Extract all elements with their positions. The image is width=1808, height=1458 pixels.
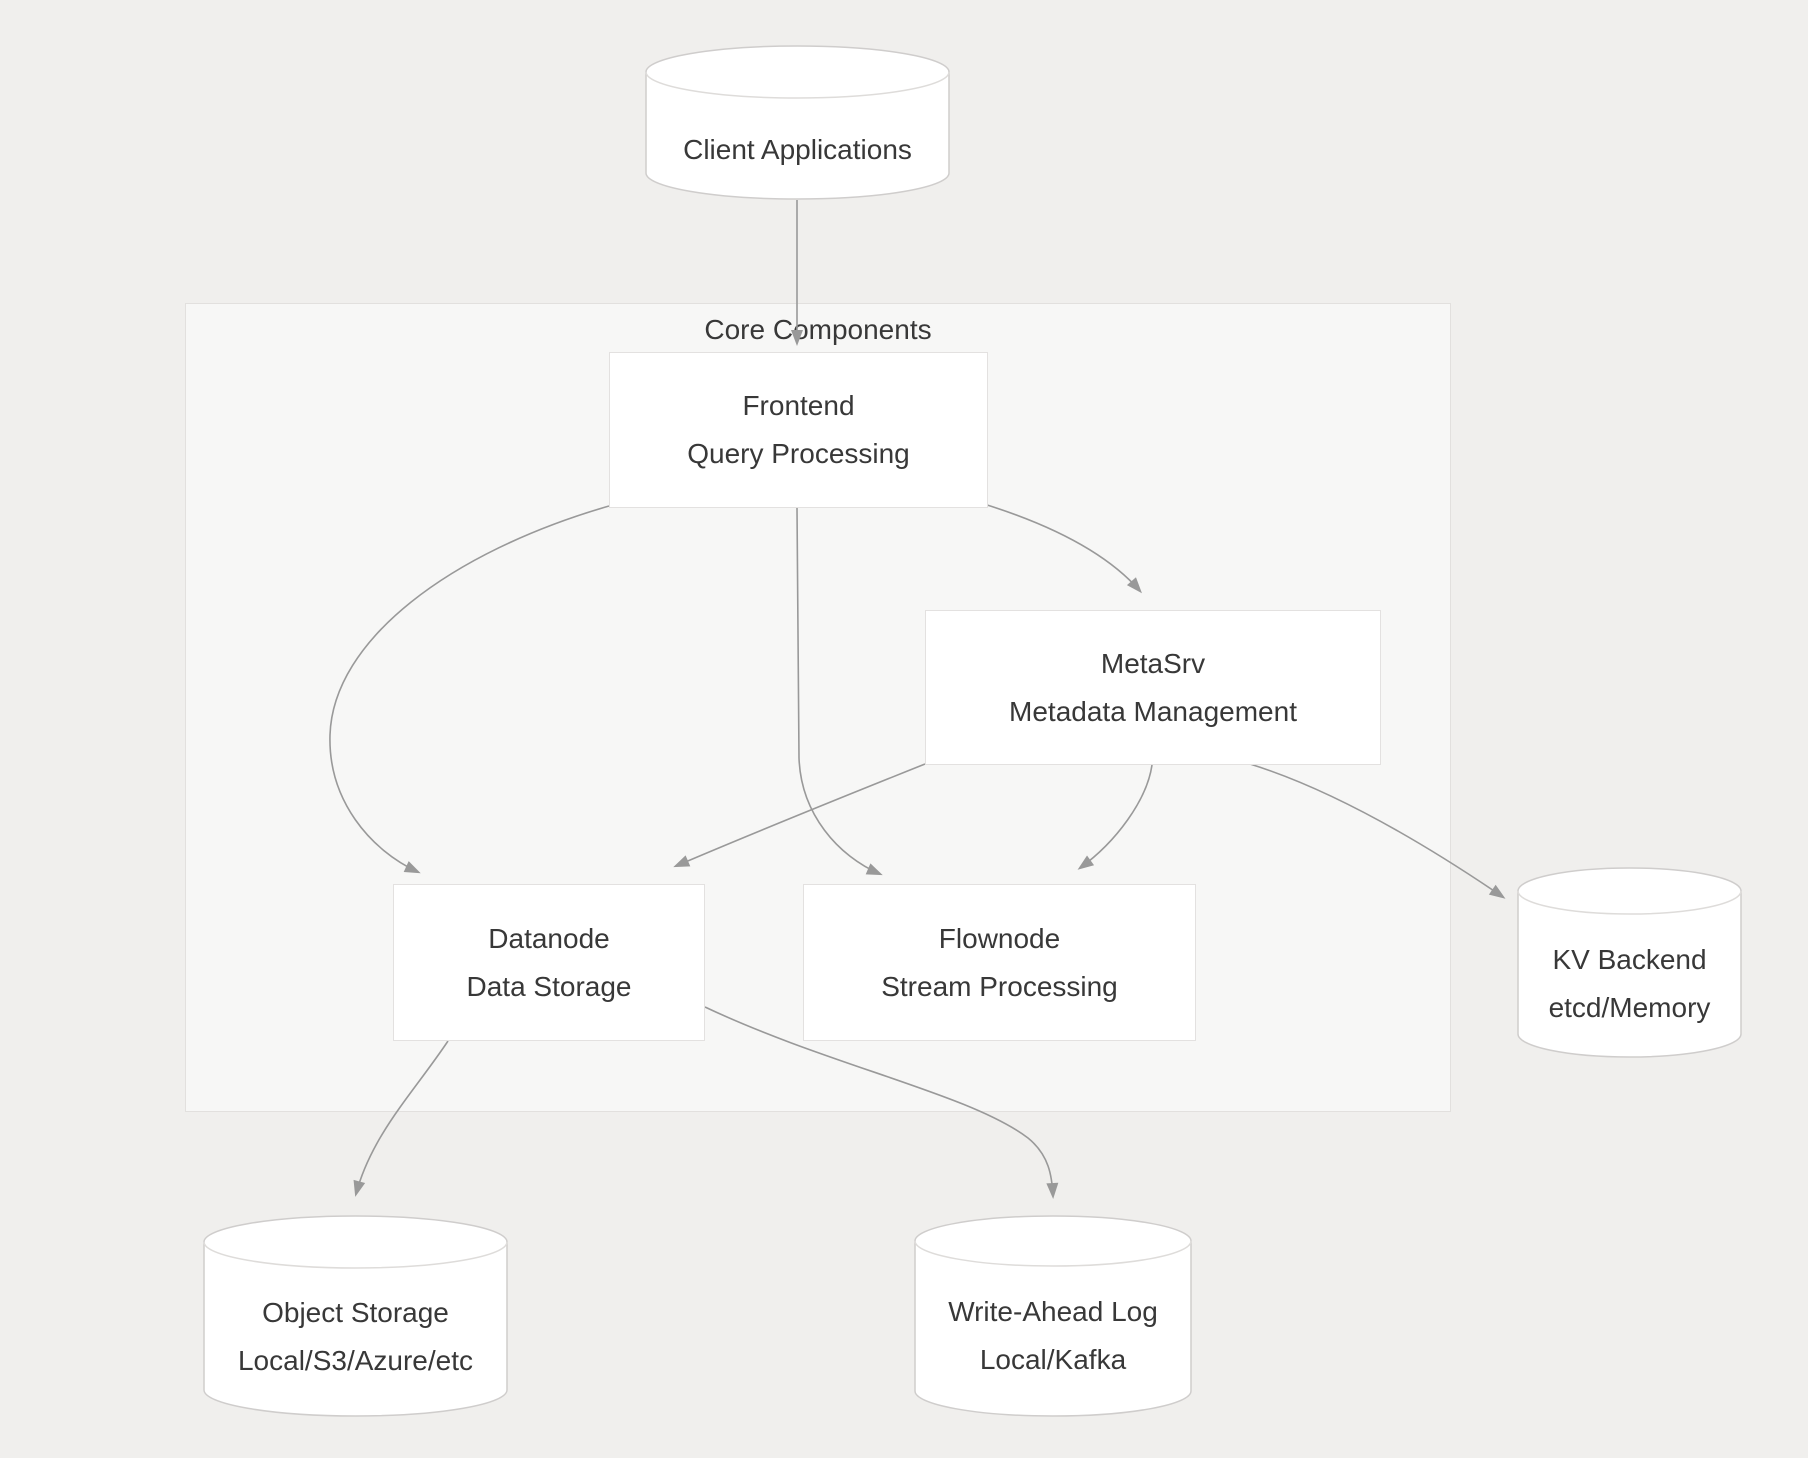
node-write-ahead-log-sublabel: Local/Kafka [979, 1344, 1127, 1375]
edge-metasrv-to-flownode [1077, 764, 1153, 870]
node-kv-backend-sublabel: etcd/Memory [1548, 992, 1711, 1023]
node-frontend-label: Frontend [742, 390, 855, 421]
node-client-applications: Client Applications [645, 45, 950, 200]
edge-datanode-to-write-ahead-log [704, 1006, 1059, 1199]
node-flownode-sublabel: Stream Processing [881, 970, 1118, 1002]
edge-frontend-to-datanode [329, 505, 610, 874]
edge-datanode-to-object-storage [353, 1040, 449, 1197]
core-components-label: Core Components [704, 314, 932, 345]
edge-frontend-to-metasrv [983, 503, 1142, 594]
cylinder-shape [645, 45, 950, 200]
node-frontend-sublabel: Query Processing [687, 438, 910, 469]
node-write-ahead-log: Write-Ahead Log Local/Kafka [914, 1215, 1192, 1417]
node-datanode: Datanode Data Storage [393, 884, 705, 1041]
cylinder-shape [203, 1215, 508, 1417]
node-flownode: Flownode Stream Processing [803, 884, 1196, 1041]
node-object-storage-label: Object Storage [262, 1296, 449, 1328]
node-object-storage-sublabel: Local/S3/Azure/etc [237, 1344, 474, 1376]
node-object-storage: Object Storage Local/S3/Azure/etc [203, 1215, 508, 1417]
node-kv-backend: KV Backend etcd/Memory [1517, 867, 1742, 1058]
node-metasrv-label: MetaSrv [1100, 647, 1206, 679]
node-flownode-label: Flownode [938, 922, 1061, 954]
node-kv-backend-label: KV Backend [1552, 944, 1707, 975]
edge-metasrv-to-kv-backend [1249, 763, 1506, 899]
node-metasrv: MetaSrv Metadata Management [925, 610, 1381, 765]
node-client-applications-label: Client Applications [683, 133, 912, 165]
edge-metasrv-to-datanode [673, 763, 926, 868]
node-write-ahead-log-label: Write-Ahead Log [948, 1296, 1158, 1327]
cylinder-shape [1517, 867, 1742, 1058]
node-metasrv-sublabel: Metadata Management [1009, 695, 1297, 727]
edge-frontend-to-flownode [796, 507, 883, 876]
node-datanode-sublabel: Data Storage [466, 970, 632, 1002]
node-frontend: Frontend Query Processing [609, 352, 988, 508]
node-datanode-label: Datanode [488, 922, 610, 954]
cylinder-shape [914, 1215, 1192, 1417]
